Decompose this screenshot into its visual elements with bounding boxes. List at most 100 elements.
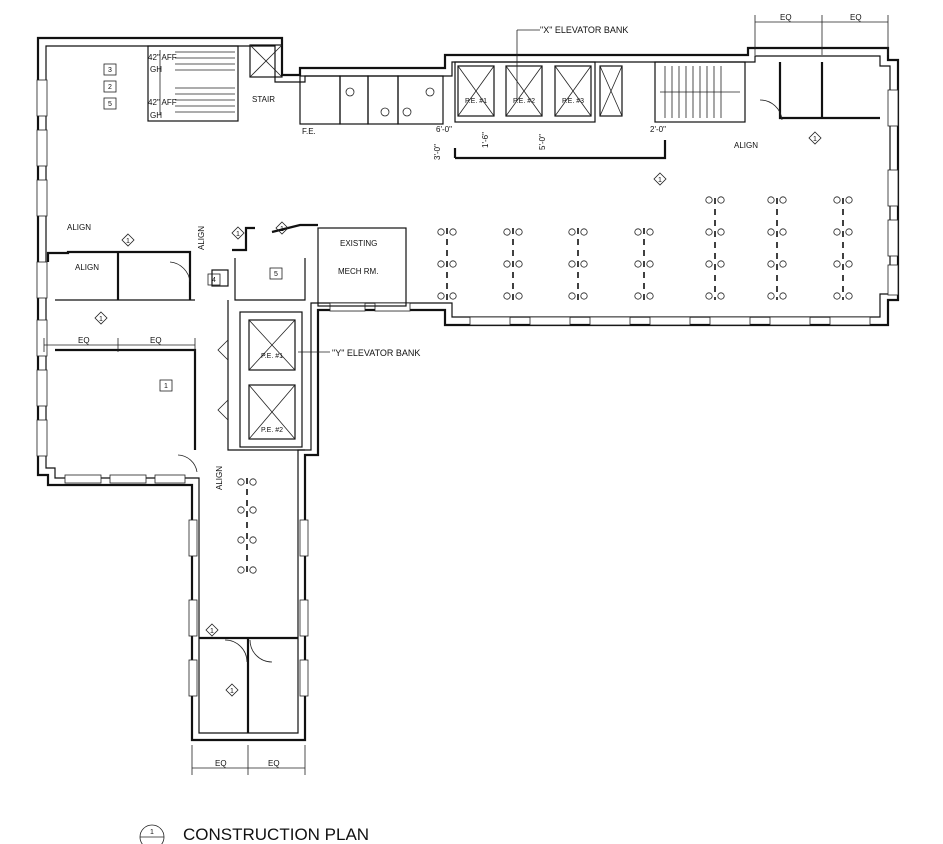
sprinkler-head <box>779 196 787 204</box>
align-label-4: ALIGN <box>197 226 206 250</box>
sprinkler-head <box>437 228 445 236</box>
aff-label-2: 42" AFF <box>148 98 177 107</box>
sprinkler-head <box>705 228 713 236</box>
sprinkler-head <box>717 292 725 300</box>
pe3-label: P.E. #3 <box>562 98 584 105</box>
tag-symbols <box>94 63 822 697</box>
gh-label-1: GH <box>150 65 162 74</box>
sprinkler-head <box>580 260 588 268</box>
sprinkler-head <box>580 292 588 300</box>
sprinkler-head <box>249 536 257 544</box>
aff-label-1: 42" AFF <box>148 53 177 62</box>
left-offices <box>46 250 198 473</box>
mech-room-label-line2: MECH RM. <box>338 267 378 276</box>
sprinkler-head <box>568 292 576 300</box>
sprinkler-head <box>845 292 853 300</box>
sprinkler-head <box>237 566 245 574</box>
y-elevator-bank <box>217 311 303 448</box>
sprinkler-head <box>705 260 713 268</box>
sprinkler-head <box>833 196 841 204</box>
stair-label: STAIR <box>252 95 275 104</box>
sprinkler-head <box>237 536 245 544</box>
sprinkler-head <box>646 228 654 236</box>
sprinkler-head <box>717 260 725 268</box>
drawing-title: CONSTRUCTION PLAN <box>183 825 369 844</box>
gh-label-2: GH <box>150 111 162 120</box>
tag-5: 5 <box>108 101 112 108</box>
eq-dim-1: EQ <box>780 13 792 22</box>
light-fixture-rows <box>246 198 844 575</box>
diamond-tag-1: 1 <box>126 238 130 245</box>
align-label-1: ALIGN <box>67 223 91 232</box>
sprinkler-head <box>833 228 841 236</box>
dim-3-0: 3'-0" <box>433 144 442 160</box>
sprinkler-head <box>646 260 654 268</box>
tag-3: 3 <box>108 67 112 74</box>
windows <box>36 79 899 697</box>
sprinkler-head <box>845 196 853 204</box>
sprinkler-head <box>237 478 245 486</box>
sprinkler-head <box>437 260 445 268</box>
sprinkler-head <box>833 292 841 300</box>
existing-mech-room <box>317 227 407 307</box>
title-number: 1 <box>150 829 154 836</box>
eq-dim-5: EQ <box>215 759 227 768</box>
sprinkler-head <box>845 260 853 268</box>
sprinkler-head <box>779 228 787 236</box>
tag-4: 4 <box>212 277 216 284</box>
stair-core <box>147 44 444 125</box>
sprinkler-head <box>237 506 245 514</box>
sprinkler-head <box>767 228 775 236</box>
diamond-tag-3: 1 <box>236 231 240 238</box>
y-elevator-bank-label: "Y" ELEVATOR BANK <box>332 348 420 358</box>
sprinkler-head <box>515 228 523 236</box>
y-pe2-label: P.E. #2 <box>261 427 283 434</box>
pe2-label: P.E. #2 <box>513 98 535 105</box>
sprinkler-head <box>779 260 787 268</box>
sprinkler-head <box>634 228 642 236</box>
align-label-5: ALIGN <box>215 466 224 490</box>
sprinkler-head <box>503 260 511 268</box>
eq-dim-3: EQ <box>78 336 90 345</box>
sprinkler-head <box>717 196 725 204</box>
sprinkler-heads <box>237 196 853 574</box>
sprinkler-head <box>705 292 713 300</box>
tag-5b: 5 <box>274 271 278 278</box>
sprinkler-head <box>779 292 787 300</box>
eq-dim-6: EQ <box>268 759 280 768</box>
dim-1-6: 1'-6" <box>481 132 490 148</box>
mech-room-label-line1: EXISTING <box>340 239 377 248</box>
sprinkler-head <box>437 292 445 300</box>
tag-1: 1 <box>164 383 168 390</box>
dim-6-0: 6'-0" <box>436 125 452 134</box>
sprinkler-head <box>568 228 576 236</box>
sprinkler-head <box>515 260 523 268</box>
sprinkler-head <box>503 292 511 300</box>
sprinkler-head <box>646 292 654 300</box>
sprinkler-head <box>717 228 725 236</box>
sprinkler-head <box>249 478 257 486</box>
dimension-lines <box>43 15 889 775</box>
sprinkler-head <box>449 228 457 236</box>
sprinkler-head <box>767 260 775 268</box>
pe1-label: P.E. #1 <box>465 98 487 105</box>
sprinkler-head <box>515 292 523 300</box>
eq-dim-4: EQ <box>150 336 162 345</box>
fe-label: F.E. <box>302 127 316 136</box>
align-label-2: ALIGN <box>75 263 99 272</box>
dim-5-0: 5'-0" <box>538 134 547 150</box>
sprinkler-head <box>503 228 511 236</box>
tag-2: 2 <box>108 84 112 91</box>
sprinkler-head <box>705 196 713 204</box>
dim-2-0: 2'-0" <box>650 125 666 134</box>
sprinkler-head <box>449 292 457 300</box>
diamond-tag-8: 1 <box>230 688 234 695</box>
diamond-tag-2: 1 <box>99 316 103 323</box>
diamond-tag-5: 1 <box>658 177 662 184</box>
x-elevator-bank-label: "X" ELEVATOR BANK <box>540 25 628 35</box>
sprinkler-head <box>249 566 257 574</box>
sprinkler-head <box>767 292 775 300</box>
middle-partitions <box>211 223 318 451</box>
top-right-offices <box>759 62 880 121</box>
